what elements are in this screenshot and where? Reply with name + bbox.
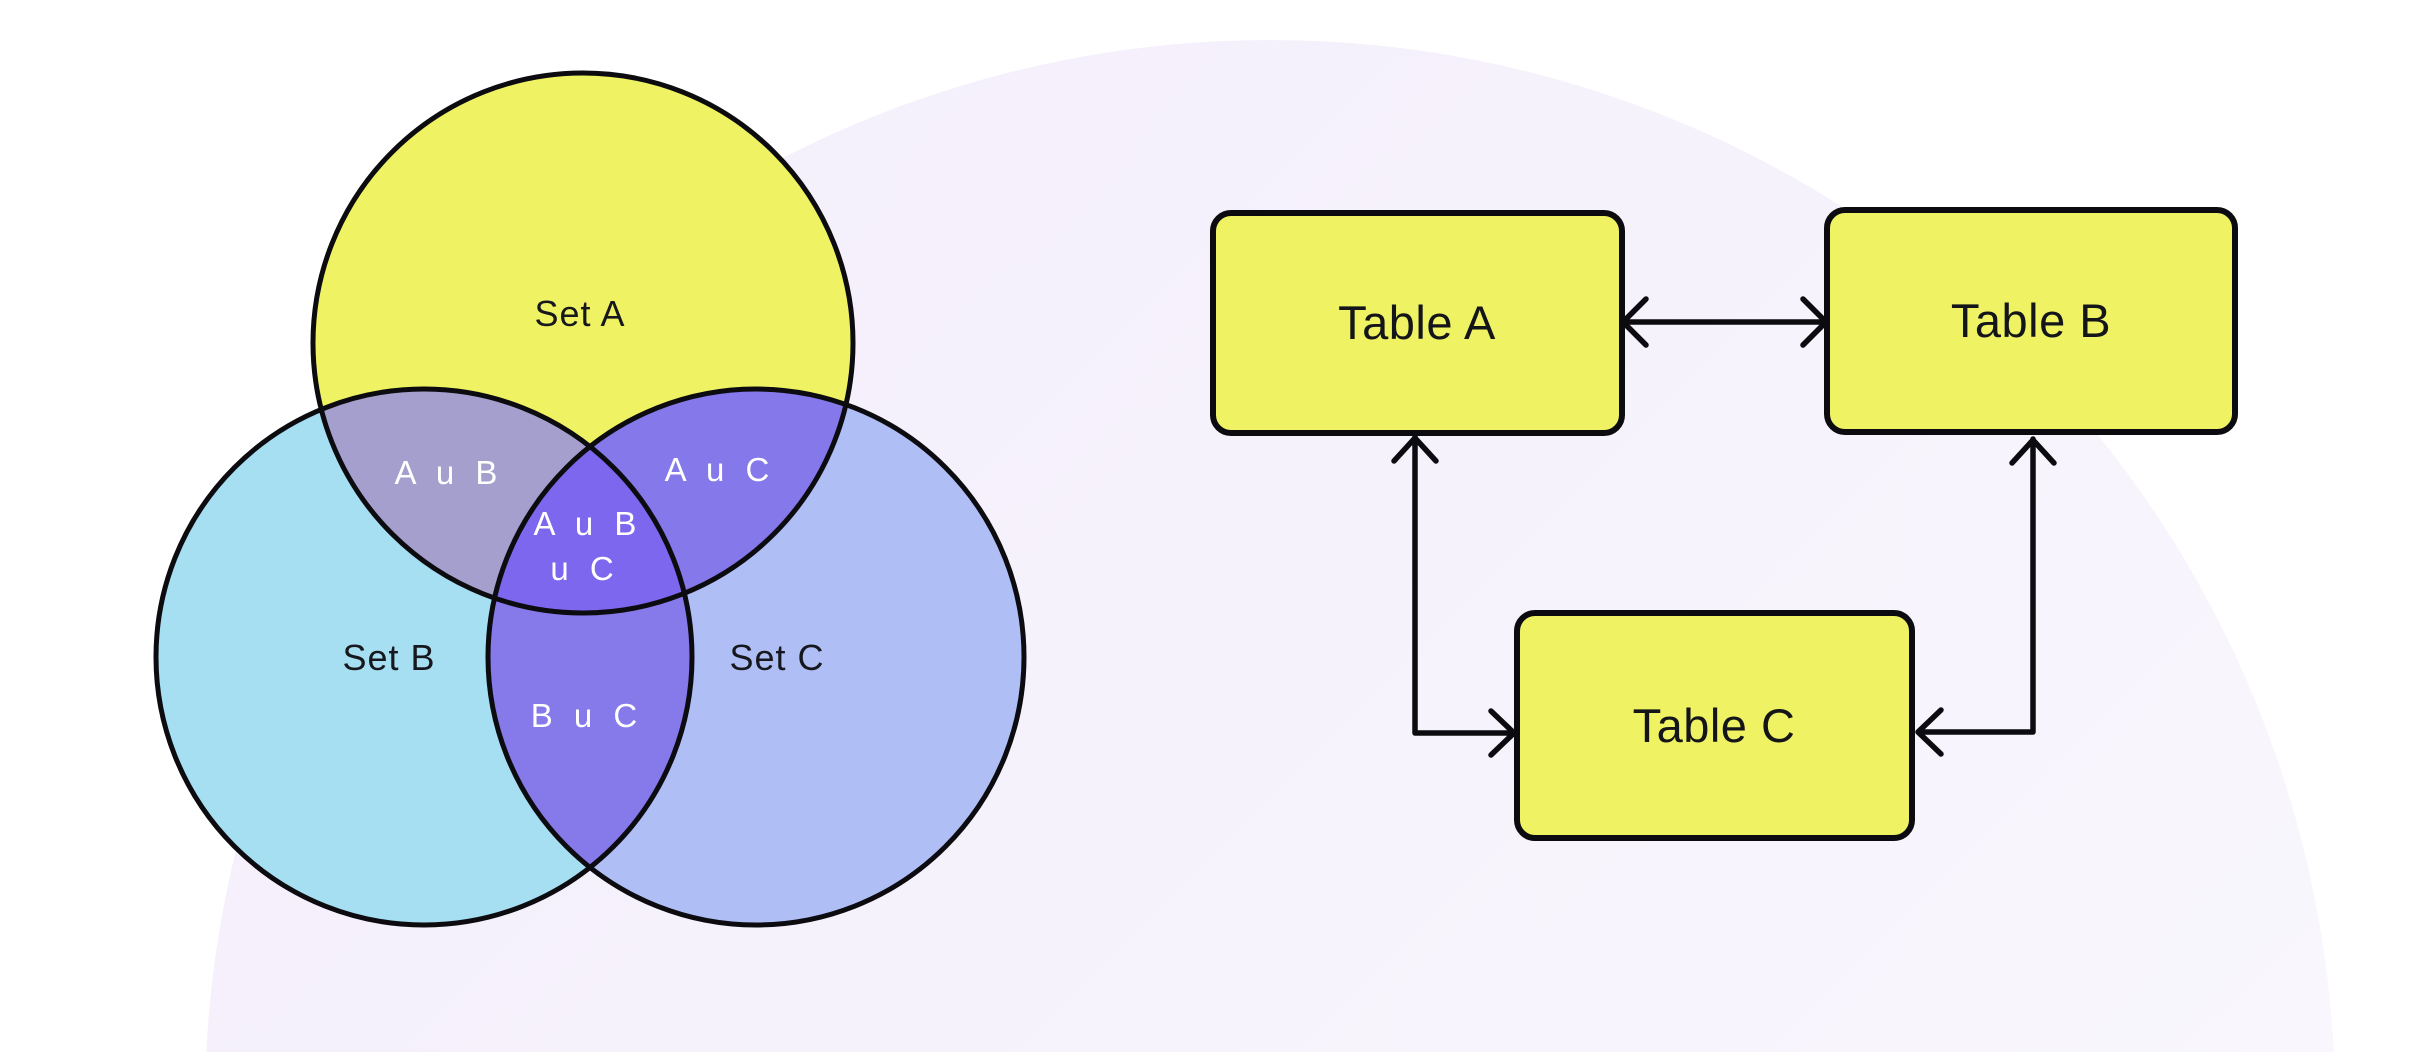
set-b-label: Set B: [342, 637, 435, 678]
table-b-box: [1824, 207, 2238, 435]
table-a-box: [1210, 210, 1625, 436]
set-a-label: Set A: [534, 293, 625, 334]
table-a-label: Table A: [1338, 296, 1496, 349]
table-b-node: Table B: [1824, 207, 2238, 435]
table-b-label: Table B: [1951, 294, 2111, 347]
intersection-bc-label: B u C: [531, 697, 644, 734]
set-a-outline: [310, 70, 856, 616]
intersection-abc-label-line1: A u B: [534, 505, 643, 542]
set-b-outline: [153, 386, 695, 928]
table-c-label: Table C: [1633, 699, 1796, 752]
intersection-abc-label-line2: u C: [550, 550, 619, 587]
table-a-node: Table A: [1210, 210, 1625, 436]
set-c-label: Set C: [729, 637, 824, 678]
set-c-outline: [485, 386, 1027, 928]
er-diagram: Table A Table B Table C: [1210, 207, 2238, 841]
table-c-node: Table C: [1514, 610, 1915, 841]
connector-table-b-table-c: [1915, 436, 2057, 757]
table-c-box: [1514, 610, 1915, 841]
intersection-abc-region: [488, 389, 692, 613]
venn-diagram: Set A Set B Set C A u B A u C A u B u C …: [153, 70, 1027, 928]
intersection-ab-label: A u B: [395, 454, 504, 491]
intersection-ac-label: A u C: [665, 451, 776, 488]
